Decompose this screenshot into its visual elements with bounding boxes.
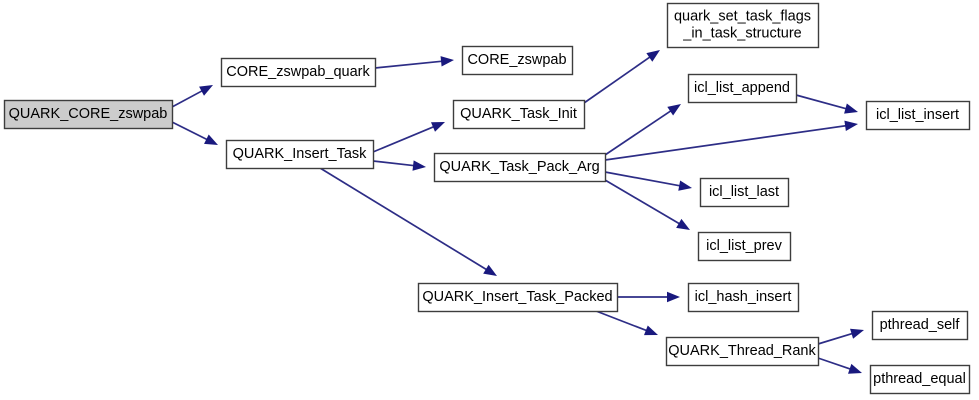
arrowhead-icon (844, 103, 858, 114)
edge-quark_thread_rank-to-pthread_equal (817, 357, 862, 374)
node-label: QUARK_Insert_Task (233, 146, 368, 162)
arrowhead-icon (676, 218, 690, 230)
node-icl_hash_insert[interactable]: icl_hash_insert (687, 282, 800, 313)
node-box[interactable] (461, 45, 574, 76)
node-label: icl_list_append (694, 80, 790, 96)
edge-line (817, 357, 852, 371)
node-box[interactable] (699, 177, 790, 208)
node-label: icl_list_last (709, 184, 779, 200)
edge-line (372, 160, 415, 167)
node-label: icl_hash_insert (695, 289, 792, 305)
node-icl_list_insert[interactable]: icl_list_insert (865, 100, 971, 131)
node-quark_task_init[interactable]: QUARK_Task_Init (452, 99, 586, 130)
node-core_zswpab[interactable]: CORE_zswpab (461, 45, 574, 76)
arrowhead-icon (667, 291, 680, 303)
node-box[interactable] (865, 100, 971, 131)
edge-quark_task_pack_arg-to-icl_list_last (604, 171, 692, 191)
node-core_zswpab_quark[interactable]: CORE_zswpab_quark (220, 57, 377, 88)
node-label: _in_task_structure (682, 25, 801, 41)
node-box[interactable] (220, 57, 377, 88)
node-box[interactable] (697, 231, 792, 262)
node-box[interactable] (665, 336, 820, 367)
node-label: icl_list_insert (876, 107, 959, 123)
node-label: QUARK_Task_Init (460, 106, 577, 122)
edge-line (795, 94, 848, 110)
edge-line (604, 179, 681, 225)
node-pthread_equal[interactable]: pthread_equal (869, 364, 971, 395)
node-box[interactable] (666, 2, 820, 49)
arrowhead-icon (199, 85, 213, 96)
edge-quark_insert_task_packed-to-quark_thread_rank (595, 310, 658, 336)
node-label: quark_set_task_flags (674, 8, 811, 24)
edge-quark_core_zswpab-to-core_zswpab_quark (171, 85, 213, 108)
edge-line (595, 310, 648, 332)
node-label: CORE_zswpab (467, 52, 566, 68)
node-label: QUARK_CORE_zswpab (9, 106, 168, 122)
edge-quark_insert_task-to-quark_insert_task_packed (319, 167, 497, 276)
node-box[interactable] (687, 282, 800, 313)
edge-line (604, 124, 847, 161)
arrowhead-icon (678, 180, 692, 191)
node-icl_list_prev[interactable]: icl_list_prev (697, 231, 792, 262)
node-box[interactable] (871, 310, 969, 341)
edge-line (372, 125, 435, 153)
arrowhead-icon (204, 134, 218, 145)
node-box[interactable] (417, 282, 619, 313)
node-label: QUARK_Insert_Task_Packed (422, 289, 612, 305)
edge-line (583, 55, 652, 104)
node-box[interactable] (3, 99, 174, 130)
arrowhead-icon (667, 104, 681, 116)
node-quark_insert_task_packed[interactable]: QUARK_Insert_Task_Packed (417, 282, 619, 313)
node-label: QUARK_Task_Pack_Arg (439, 159, 599, 175)
node-box[interactable] (433, 152, 607, 183)
edge-quark_task_pack_arg-to-icl_list_append (604, 104, 681, 156)
edge-quark_task_pack_arg-to-icl_list_prev (604, 179, 690, 230)
edge-quark_insert_task_packed-to-icl_hash_insert (617, 291, 680, 303)
edge-quark_insert_task-to-quark_task_init (372, 122, 445, 153)
arrowhead-icon (483, 264, 497, 276)
node-box[interactable] (687, 73, 798, 104)
node-label: CORE_zswpab_quark (226, 64, 370, 80)
arrowhead-icon (431, 122, 445, 132)
node-quark_core_zswpab[interactable]: QUARK_CORE_zswpab (3, 99, 174, 130)
edge-line (817, 332, 854, 345)
node-pthread_self[interactable]: pthread_self (871, 310, 969, 341)
edge-line (319, 167, 488, 271)
arrowhead-icon (850, 328, 864, 339)
arrowhead-icon (848, 363, 862, 374)
edge-icl_list_append-to-icl_list_insert (795, 94, 858, 114)
edge-line (604, 109, 672, 156)
edge-line (374, 60, 443, 69)
arrowhead-icon (643, 325, 658, 336)
arrowhead-icon (440, 56, 454, 67)
edge-core_zswpab_quark-to-core_zswpab (374, 56, 454, 69)
node-quark_insert_task[interactable]: QUARK_Insert_Task (225, 139, 375, 170)
node-label: QUARK_Thread_Rank (668, 343, 816, 359)
edge-quark_task_pack_arg-to-icl_list_insert (604, 120, 858, 161)
node-quark_thread_rank[interactable]: QUARK_Thread_Rank (665, 336, 820, 367)
node-quark_task_pack_arg[interactable]: QUARK_Task_Pack_Arg (433, 152, 607, 183)
node-icl_list_append[interactable]: icl_list_append (687, 73, 798, 104)
node-icl_list_last[interactable]: icl_list_last (699, 177, 790, 208)
node-box[interactable] (869, 364, 971, 395)
edge-line (604, 171, 681, 187)
edge-line (171, 121, 209, 141)
edge-quark_insert_task-to-quark_task_pack_arg (372, 160, 426, 171)
node-layer: QUARK_CORE_zswpab CORE_zswpab_quarkQUARK_… (3, 2, 971, 395)
edge-quark_core_zswpab-to-quark_insert_task (171, 121, 218, 145)
edge-quark_thread_rank-to-pthread_self (817, 328, 864, 345)
arrowhead-icon (844, 120, 858, 131)
edge-quark_task_init-to-quark_set_task_flags_in_task_structure (583, 50, 660, 104)
arrowhead-icon (412, 160, 426, 171)
node-label: pthread_self (880, 317, 961, 333)
edge-line (171, 89, 204, 108)
node-label: icl_list_prev (706, 238, 782, 254)
node-label: pthread_equal (873, 371, 966, 387)
edge-layer (171, 50, 864, 374)
node-box[interactable] (225, 139, 375, 170)
node-quark_set_task_flags_in_task_structure[interactable]: quark_set_task_flags_in_task_structure (666, 2, 820, 49)
arrowhead-icon (646, 50, 660, 62)
node-box[interactable] (452, 99, 586, 130)
